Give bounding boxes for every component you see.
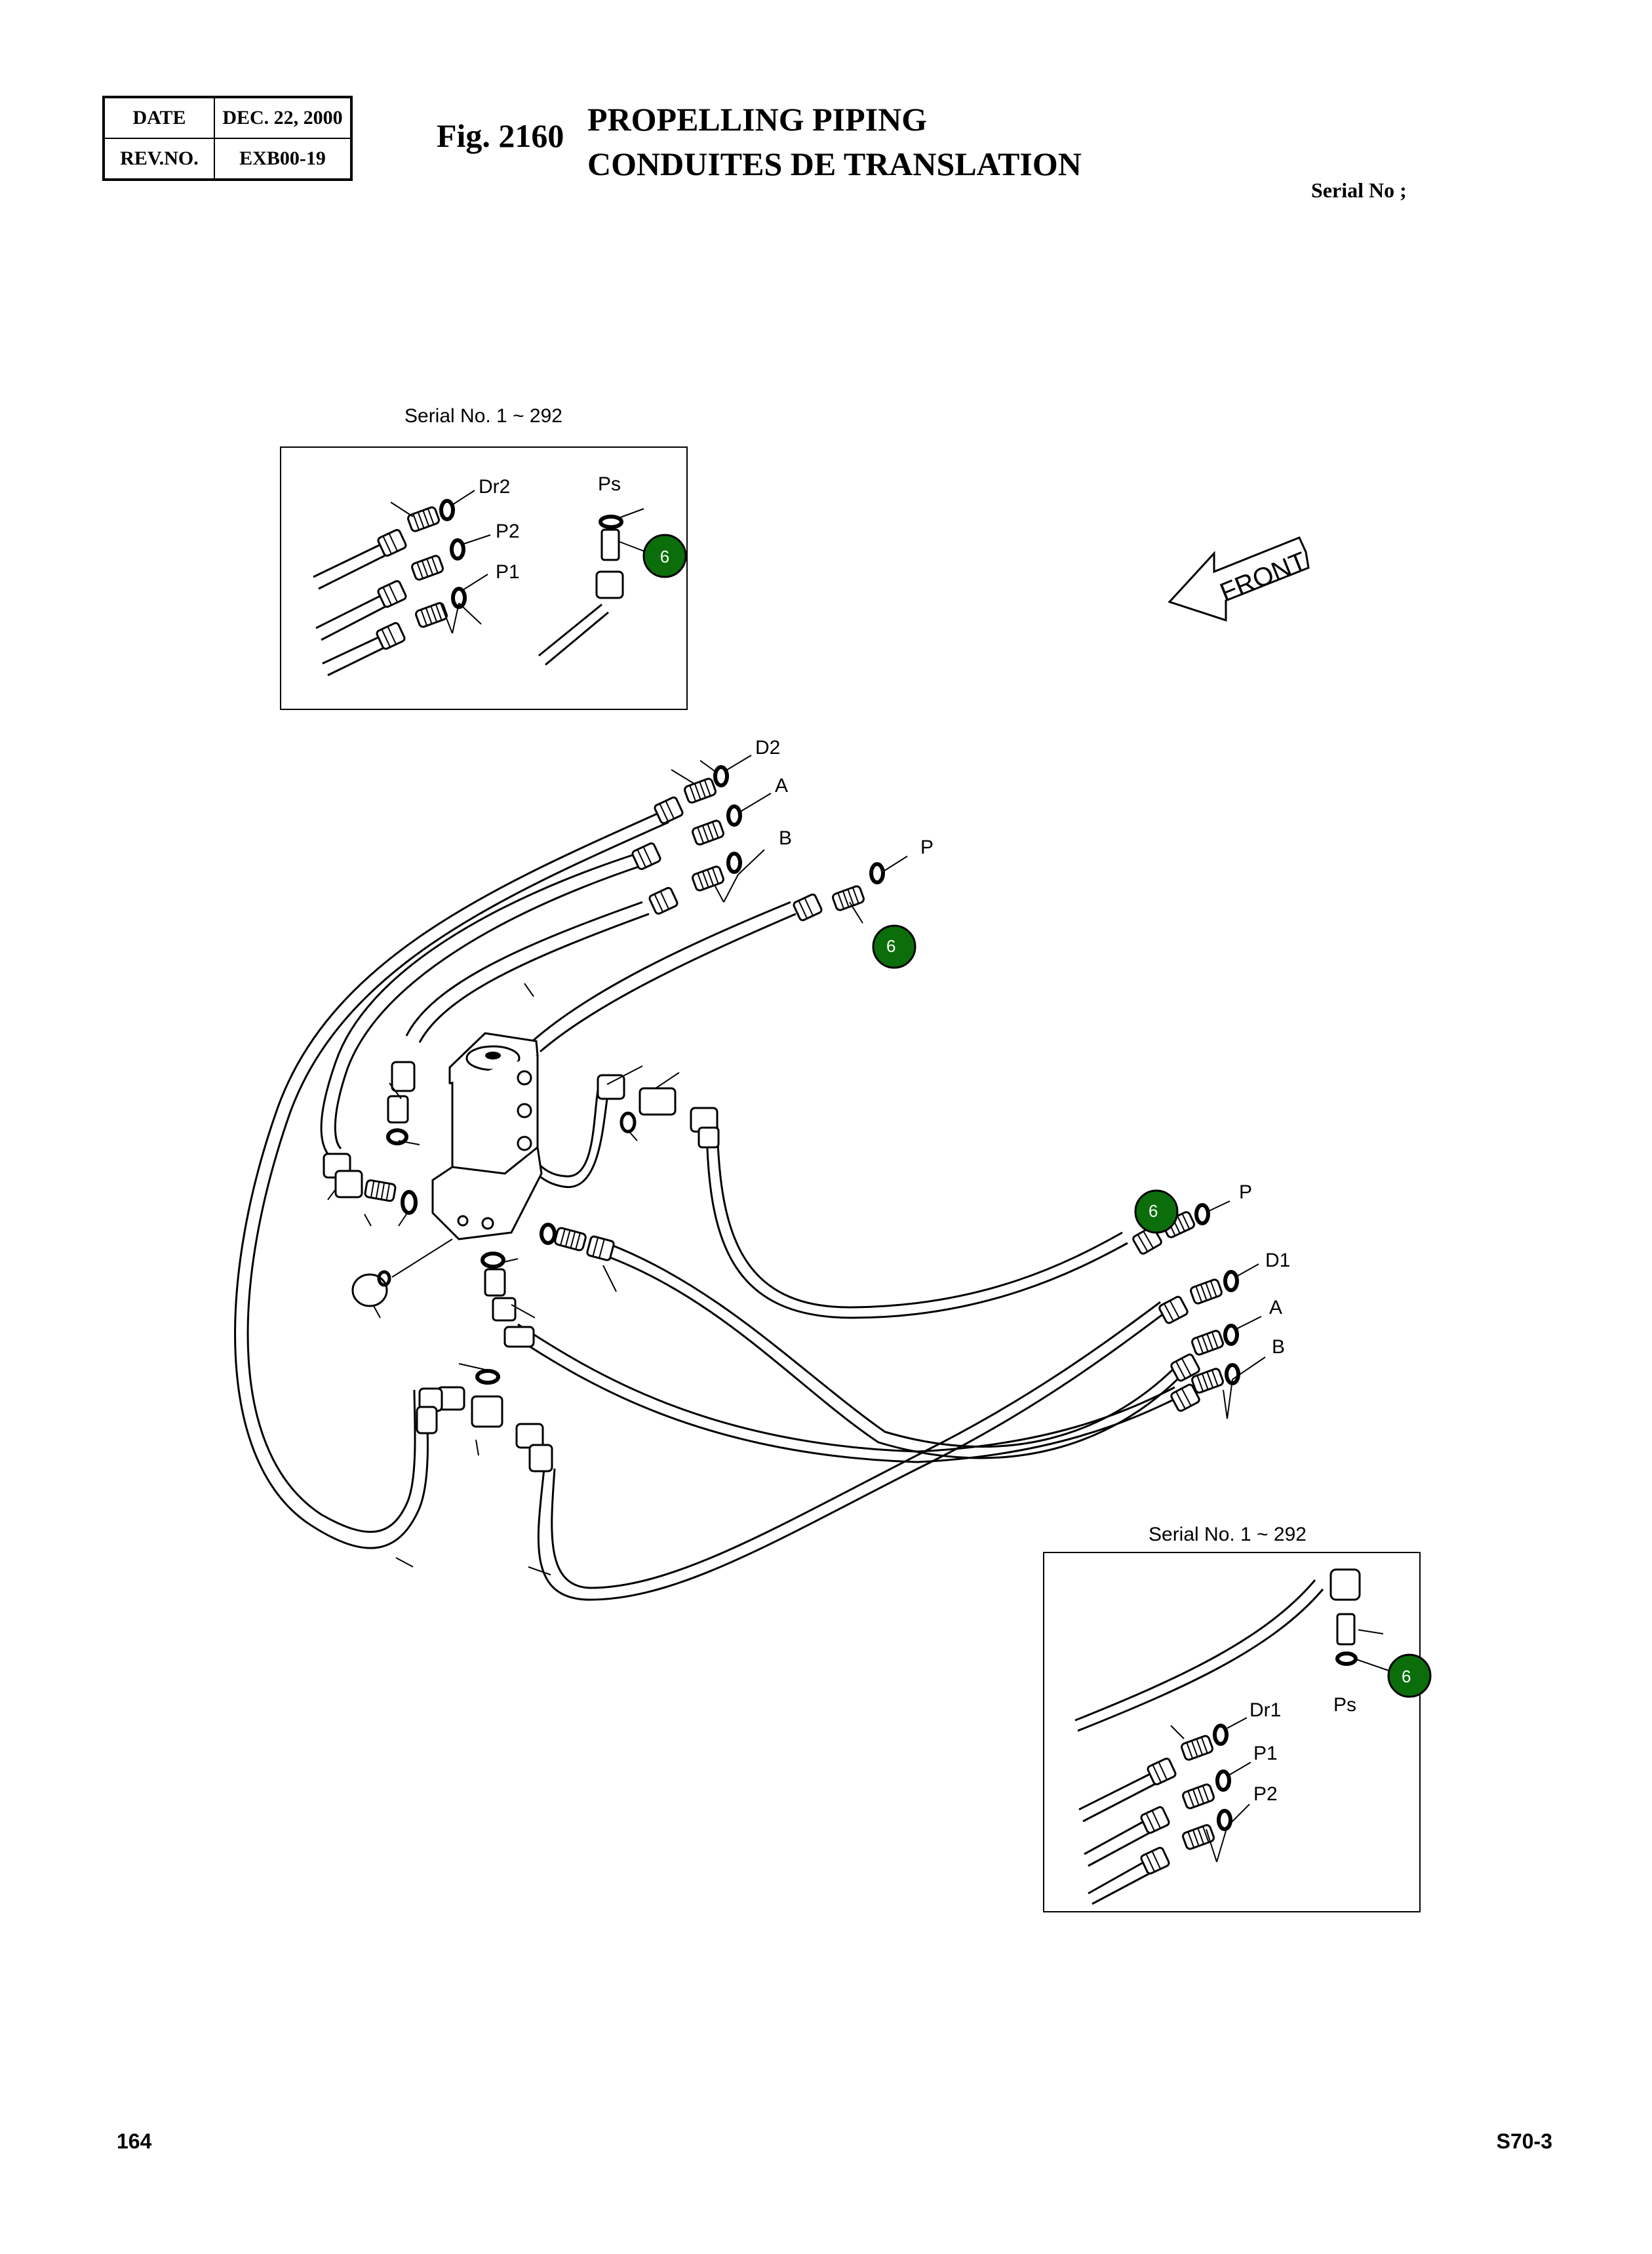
port-label-d2: D2 xyxy=(755,737,780,759)
label-p1: P1 xyxy=(496,561,520,583)
inset-top: Serial No. 1 ~ 292 xyxy=(280,405,688,710)
front-arrow: FRONT xyxy=(1168,536,1310,622)
port-label-a-lower: A xyxy=(1269,1297,1282,1318)
svg-text:6: 6 xyxy=(1149,1201,1158,1221)
port-label-b-lower: B xyxy=(1272,1336,1285,1358)
swivel-joint xyxy=(431,1032,543,1240)
callout-6-main-upper: 6 xyxy=(872,924,916,969)
callout-6-top-inset: 6 xyxy=(642,534,687,578)
title-english: PROPELLING PIPING xyxy=(587,101,928,138)
port-label-a-upper: A xyxy=(775,775,788,797)
main-assembly: D2 A B P P D1 A B 6 6 xyxy=(234,737,1290,1601)
port-label-b-upper: B xyxy=(779,827,792,849)
label-dr2: Dr2 xyxy=(479,476,510,498)
inset-top-serial: Serial No. 1 ~ 292 xyxy=(404,405,562,427)
inset-bottom-serial: Serial No. 1 ~ 292 xyxy=(1149,1524,1307,1545)
label-ps-bottom: Ps xyxy=(1333,1694,1356,1716)
rev-label: REV.NO. xyxy=(103,138,215,180)
port-label-p-upper: P xyxy=(920,837,934,858)
revision-table: DATE DEC. 22, 2000 REV.NO. EXB00-19 xyxy=(102,96,353,181)
serial-number-header: Serial No ; xyxy=(1311,178,1407,202)
svg-text:6: 6 xyxy=(886,936,895,956)
date-value: DEC. 22, 2000 xyxy=(214,96,352,139)
label-ps: Ps xyxy=(598,473,621,495)
figure-number: Fig. 2160 xyxy=(437,117,564,154)
port-label-p-lower: P xyxy=(1239,1181,1252,1203)
svg-text:6: 6 xyxy=(660,547,669,566)
title-french: CONDUITES DE TRANSLATION xyxy=(587,146,1082,182)
rev-value: EXB00-19 xyxy=(214,138,352,180)
port-label-d1: D1 xyxy=(1265,1250,1290,1271)
label-dr1: Dr1 xyxy=(1249,1699,1281,1721)
figure-title: PROPELLING PIPING CONDUITES DE TRANSLATI… xyxy=(587,97,1082,186)
page-number: 164 xyxy=(117,2129,152,2153)
label-p2: P2 xyxy=(496,521,520,542)
callout-6-bottom-inset: 6 xyxy=(1387,1653,1432,1698)
inset-bottom: Serial No. 1 ~ 292 Dr1 P1 xyxy=(1043,1524,1432,1912)
model-code: S70-3 xyxy=(1496,2129,1552,2153)
svg-text:6: 6 xyxy=(1402,1667,1411,1686)
callout-6-main-lower: 6 xyxy=(1134,1189,1179,1234)
date-label: DATE xyxy=(103,96,215,139)
label-p2-bottom: P2 xyxy=(1253,1783,1278,1805)
label-p1-bottom: P1 xyxy=(1253,1743,1278,1764)
